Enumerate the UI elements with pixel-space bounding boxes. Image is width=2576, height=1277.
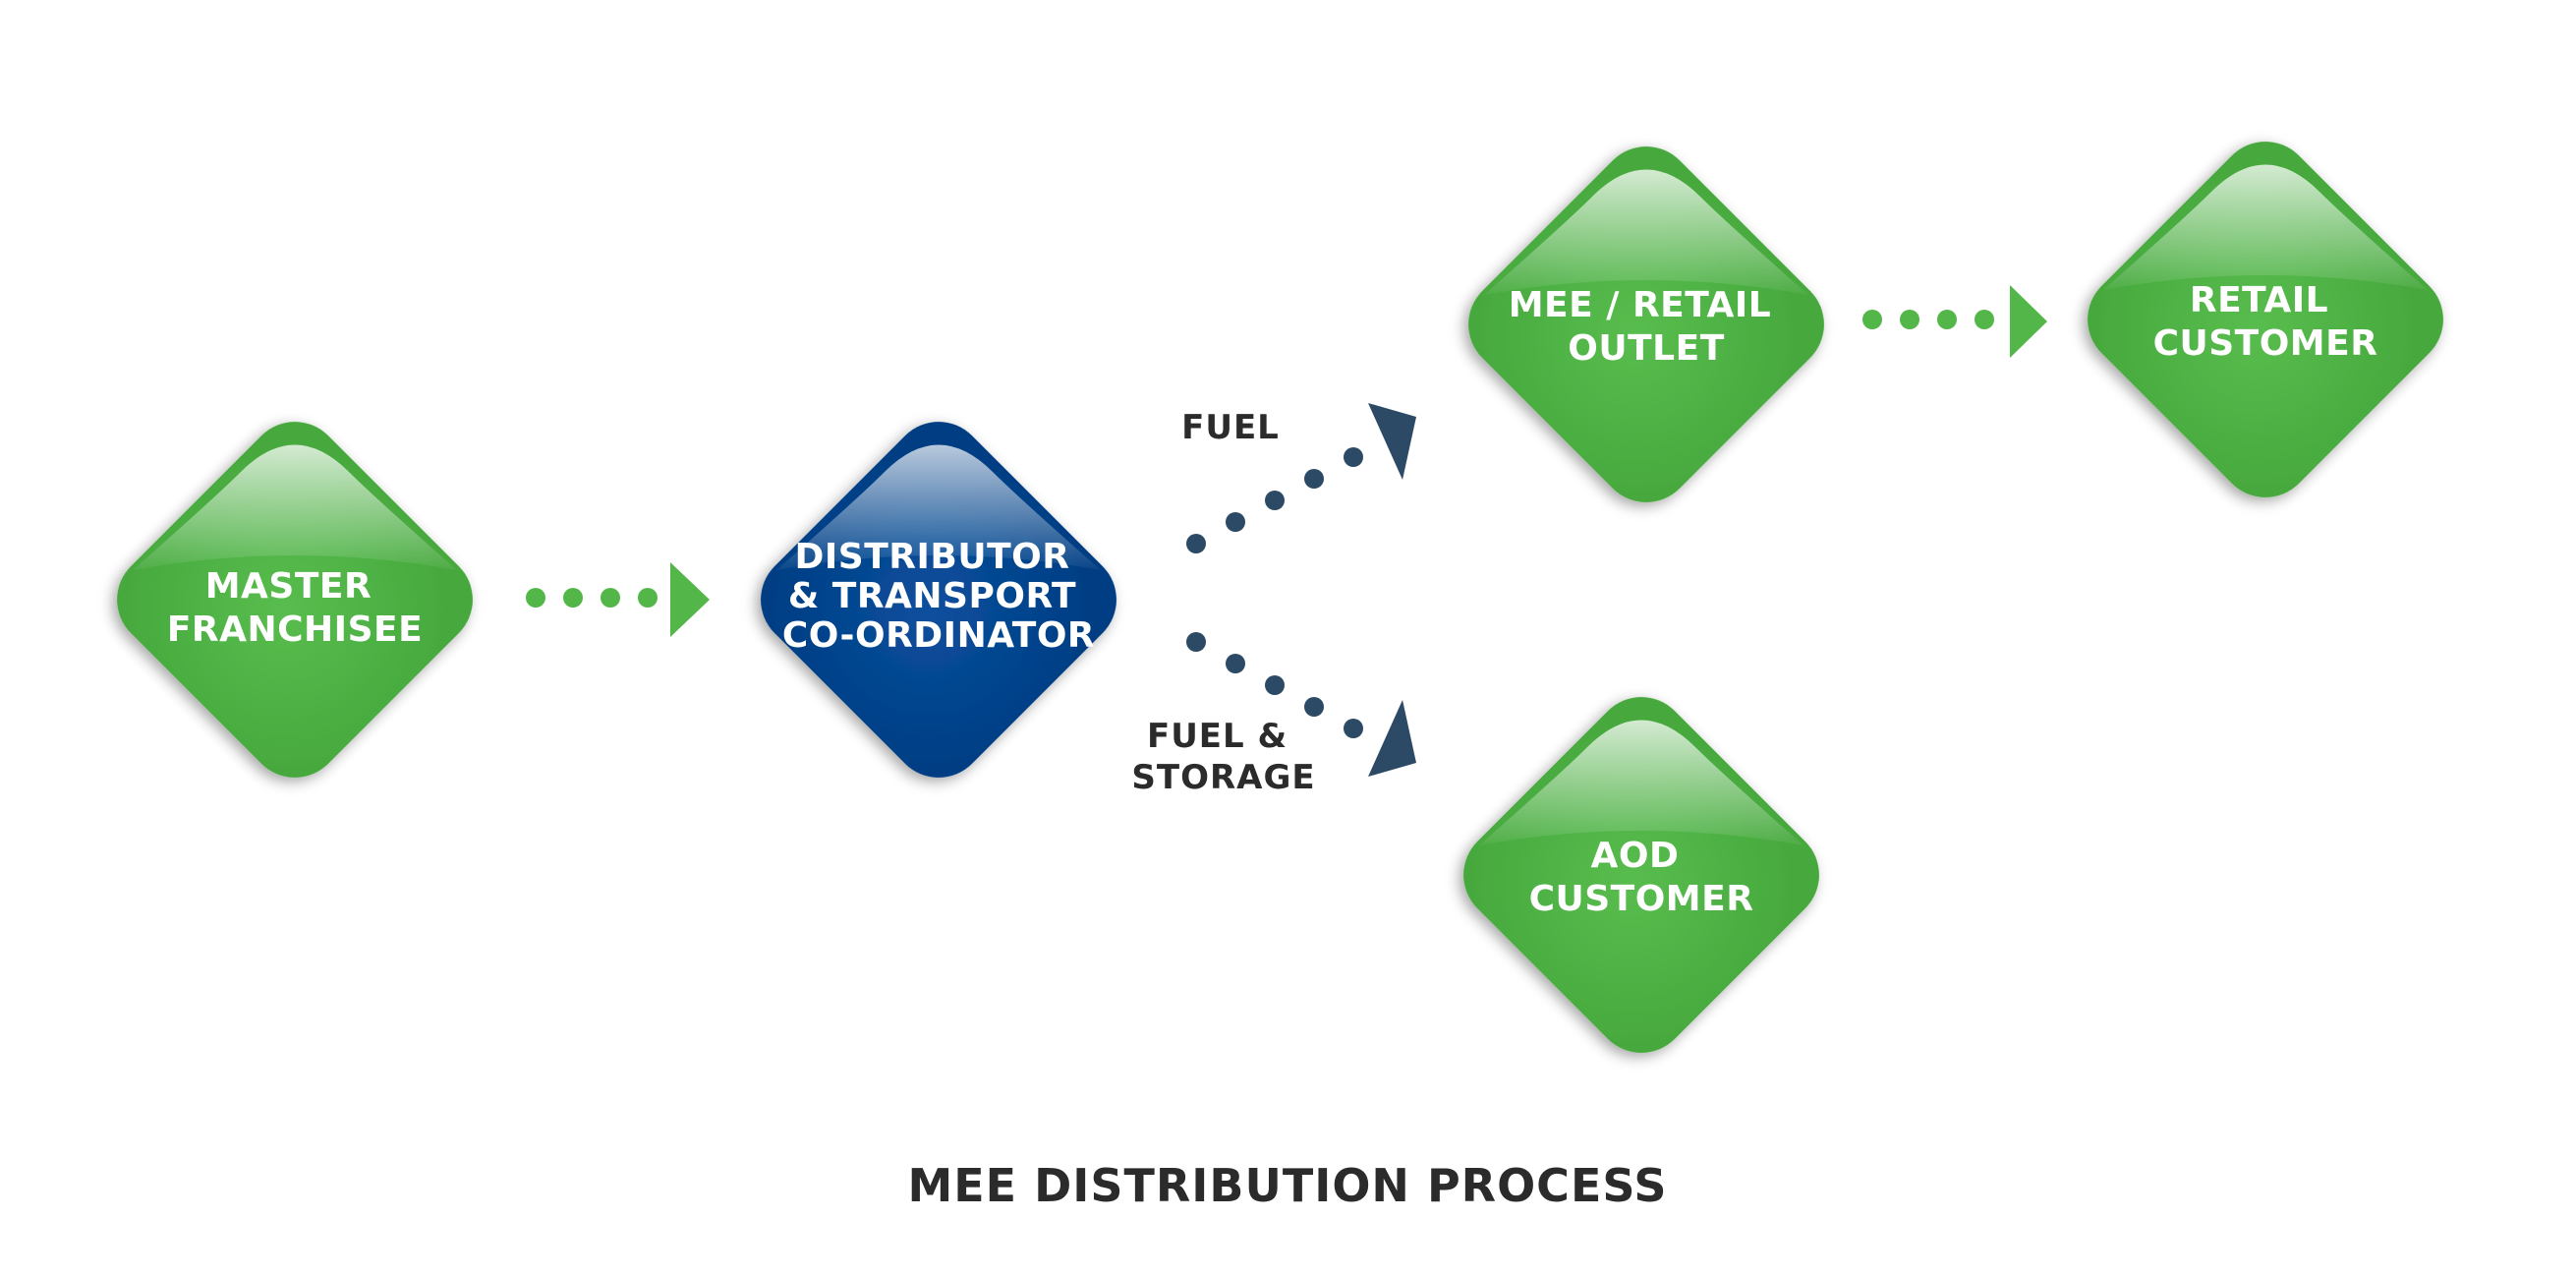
gloss-highlight	[133, 444, 457, 570]
connector-distributor-to-aod	[1186, 632, 1416, 777]
node-label-line: MASTER	[205, 566, 372, 607]
node-label-line: RETAIL	[2190, 280, 2328, 320]
connector-outlet-to-retail-customer	[1862, 285, 2047, 358]
svg-text:AOD CUSTOMER: AOD CUSTOMER	[1529, 836, 1754, 919]
flow-label-fuel: FUEL	[1181, 408, 1280, 447]
connector-dot	[1226, 654, 1245, 673]
node-label-line: AOD	[1591, 836, 1680, 876]
connector-distributor-to-outlet	[1186, 403, 1416, 553]
connector-dot	[1186, 632, 1206, 652]
svg-text:MASTER FRANCHISEE: MASTER FRANCHISEE	[167, 566, 423, 650]
connector-dot	[638, 588, 658, 608]
connector-dot	[1265, 491, 1285, 510]
node-label-line: OUTLET	[1568, 328, 1724, 369]
connector-dot	[1937, 310, 1957, 329]
flow-label-line: FUEL &	[1147, 717, 1288, 756]
connector-dot	[1186, 534, 1206, 553]
connector-dot	[601, 588, 620, 608]
connector-dot	[1265, 675, 1285, 695]
arrow-head-icon	[1368, 700, 1416, 777]
flow-label-fuel-storage: FUEL & STORAGE	[1131, 717, 1315, 797]
connector-dot	[1975, 310, 1994, 329]
node-label-line: CUSTOMER	[2153, 323, 2378, 364]
arrow-head-icon	[2010, 285, 2047, 358]
connector-dot	[1862, 310, 1882, 329]
gloss-highlight	[1484, 169, 1808, 295]
connector-master-to-distributor	[526, 562, 710, 637]
connector-dot	[1304, 697, 1324, 717]
connector-dot	[1900, 310, 1919, 329]
connector-dot	[1226, 512, 1245, 532]
connector-dot	[1304, 469, 1324, 489]
connector-dot	[563, 588, 583, 608]
diagram-title: MEE DISTRIBUTION PROCESS	[907, 1159, 1667, 1212]
connector-dot	[526, 588, 545, 608]
node-distributor: DISTRIBUTOR & TRANSPORT CO-ORDINATOR	[761, 422, 1116, 778]
node-label-line: & TRANSPORT	[788, 576, 1076, 616]
gloss-highlight	[2103, 164, 2428, 290]
flow-label-line: STORAGE	[1131, 758, 1315, 797]
node-mee-retail-outlet: MEE / RETAIL OUTLET	[1468, 146, 1824, 502]
svg-text:RETAIL CUSTOMER: RETAIL CUSTOMER	[2153, 280, 2378, 364]
arrow-head-icon	[1368, 403, 1416, 480]
node-label-line: CO-ORDINATOR	[782, 615, 1095, 656]
node-label-line: DISTRIBUTOR	[795, 537, 1070, 577]
arrow-head-icon	[670, 562, 710, 637]
node-retail-customer: RETAIL CUSTOMER	[2088, 142, 2443, 497]
node-master-franchisee: MASTER FRANCHISEE	[117, 422, 473, 778]
node-label-line: FRANCHISEE	[167, 609, 423, 650]
connector-dot	[1344, 447, 1363, 467]
connector-dot	[1344, 719, 1363, 738]
gloss-highlight	[776, 444, 1101, 570]
svg-text:DISTRIBUTOR & TRANSPORT: DISTRIBUTOR & TRANSPORT CO-ORDINATOR	[782, 537, 1095, 656]
gloss-highlight	[1479, 720, 1803, 845]
svg-text:MEE / RETAIL OUTLET: MEE / RETAIL OUTLET	[1509, 285, 1785, 369]
node-label-line: CUSTOMER	[1529, 879, 1754, 919]
node-label-line: MEE / RETAIL	[1509, 285, 1772, 325]
node-aod-customer: AOD CUSTOMER	[1463, 697, 1819, 1053]
